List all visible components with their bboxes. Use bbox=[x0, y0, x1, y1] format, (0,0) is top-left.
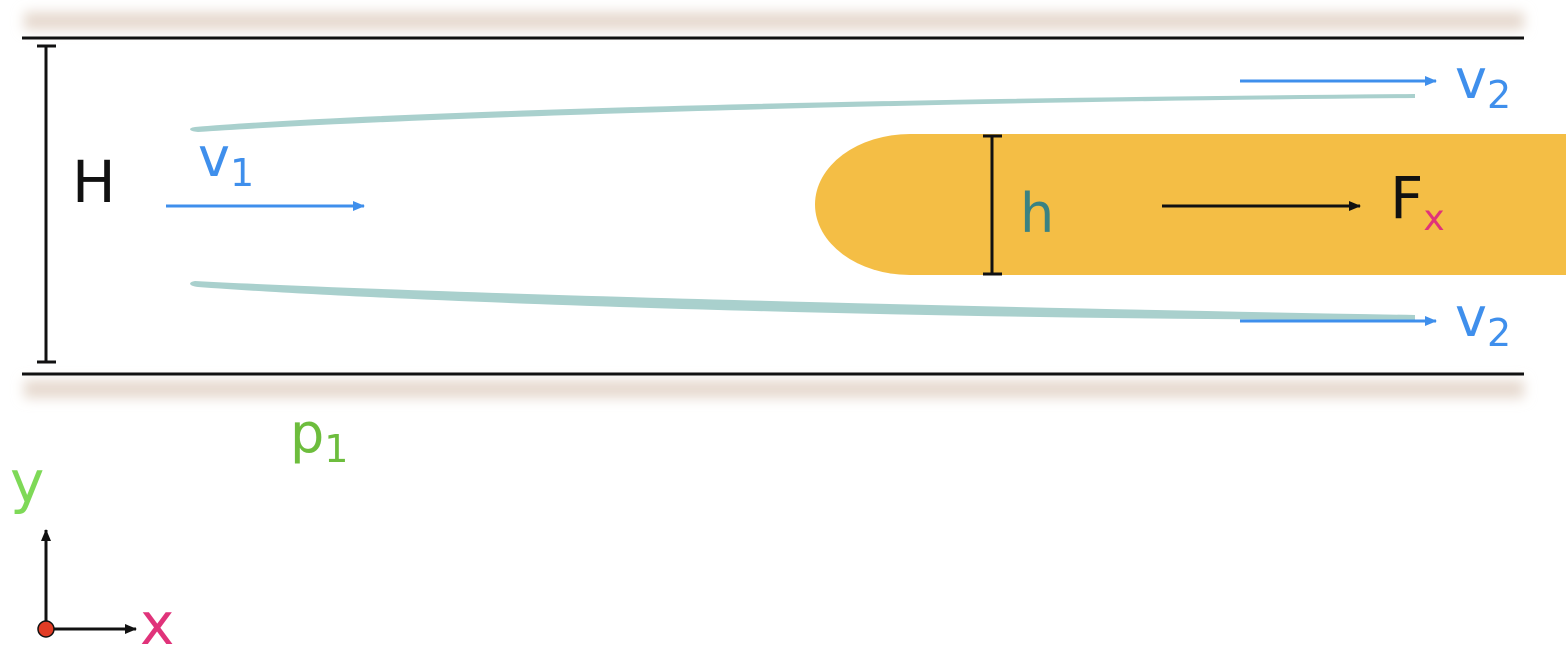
inlet-velocity-subscript: 1 bbox=[230, 151, 254, 195]
bottom-wall bbox=[22, 372, 1524, 398]
channel-height-label: H bbox=[72, 148, 116, 216]
outlet-velocity-top-label: v2 bbox=[1455, 48, 1511, 117]
outlet-velocity-top-subscript: 2 bbox=[1487, 73, 1511, 117]
body-height-label: h bbox=[1020, 182, 1054, 245]
y-axis-label: y bbox=[10, 448, 44, 516]
pressure-label: p1 bbox=[290, 402, 348, 471]
pressure-subscript: 1 bbox=[324, 427, 348, 471]
streamline-top bbox=[190, 94, 1416, 132]
body-height-indicator bbox=[983, 134, 1002, 276]
outlet-velocity-bottom-subscript: 2 bbox=[1487, 311, 1511, 355]
force-label: Fx bbox=[1390, 164, 1445, 239]
streamline-bottom bbox=[190, 281, 1416, 320]
force-subscript: x bbox=[1423, 198, 1444, 239]
outlet-velocity-bottom-label: v2 bbox=[1455, 286, 1511, 355]
top-wall bbox=[22, 12, 1524, 40]
inlet-velocity-label: v1 bbox=[198, 126, 254, 195]
coordinate-axes bbox=[37, 529, 137, 638]
origin-dot bbox=[37, 620, 55, 638]
channel-height-indicator bbox=[37, 44, 56, 364]
x-axis-label: x bbox=[140, 590, 174, 646]
